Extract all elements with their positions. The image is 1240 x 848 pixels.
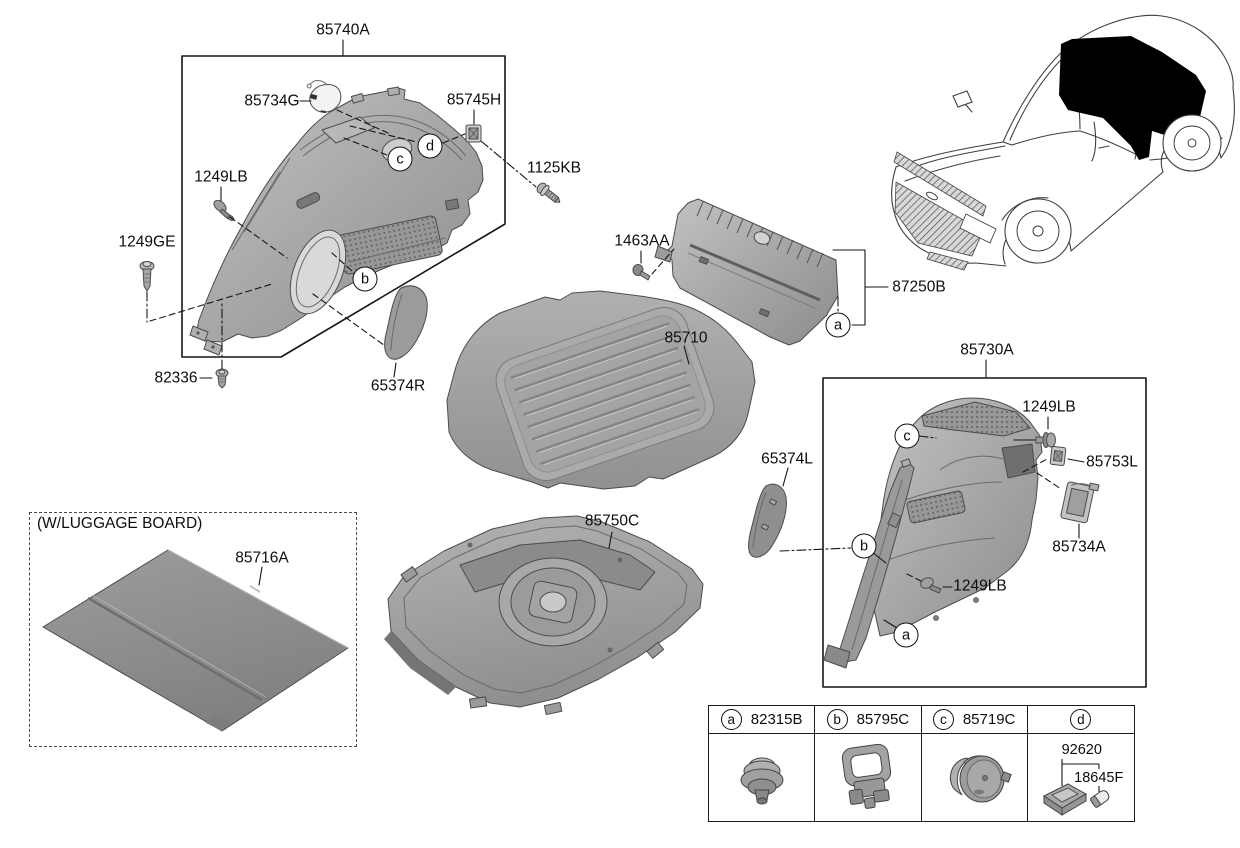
callout-c-boxB: c: [894, 423, 920, 449]
part-label-82336: 82336: [154, 369, 198, 387]
legend-cell-b: [815, 734, 922, 821]
rear-transverse-trim-illustration: [654, 198, 839, 346]
part-label-85710: 85710: [664, 329, 708, 347]
luggage-board-illustration: [42, 549, 349, 732]
screw-1249GE-icon: [139, 261, 155, 292]
callout-a-87250B: a: [825, 312, 851, 338]
part-label-85753L: 85753L: [1086, 453, 1138, 471]
part-label-1249GE: 1249GE: [118, 233, 176, 251]
part-label-1463AA: 1463AA: [614, 232, 670, 250]
legend-header-a: a 82315B: [709, 706, 816, 734]
part-label-87250B: 87250B: [892, 278, 946, 296]
callout-b-legend: b: [826, 709, 848, 730]
part-label-1249LB-3: 1249LB: [953, 577, 1007, 595]
cover-85734A-icon: [1060, 481, 1100, 524]
callout-d-legend: d: [1070, 709, 1092, 730]
detail-box-85740A: [181, 55, 506, 358]
callout-c-legend: c: [932, 709, 954, 730]
legend-header-c: c 85719C: [921, 706, 1028, 734]
pin-1463AA-icon: [632, 264, 651, 281]
pad-65374L-illustration: [748, 483, 787, 558]
legend-cell-d: 92620 18645F: [1028, 734, 1134, 821]
part-label-85750C: 85750C: [584, 512, 640, 530]
callout-d-boxA: d: [417, 133, 443, 159]
callout-a-boxB: a: [893, 622, 919, 648]
part-label-1125KB: 1125KB: [526, 159, 582, 177]
part-label-85716A: 85716A: [235, 549, 289, 567]
part-label-85745H: 85745H: [446, 91, 502, 109]
push-clip-icon: [740, 757, 784, 804]
luggage-lamp-icon: [1042, 759, 1110, 816]
callout-b-boxA: b: [352, 266, 378, 292]
screw-82336-icon: [215, 368, 229, 389]
quarter-trim-lh-illustration: [823, 397, 1043, 669]
luggage-board-note: (W/LUGGAGE BOARD): [37, 515, 203, 532]
pin-1249LB-icon-b: [1035, 432, 1056, 448]
detail-box-85730A: [822, 377, 1147, 688]
callout-c-boxA: c: [387, 146, 413, 172]
part-label-85740A: 85740A: [316, 21, 370, 39]
luggage-hook-icon: [841, 743, 891, 809]
hook-cover-icon: [950, 754, 1012, 802]
luggage-mat-illustration: [446, 290, 756, 490]
screw-1125KB-icon: [536, 182, 561, 203]
callout-a-legend: a: [720, 709, 742, 730]
sub-part-label-92620: 92620: [1061, 742, 1102, 758]
pin-1249LB-icon-c: [920, 577, 942, 594]
part-label-1249LB-1: 1249LB: [194, 168, 248, 186]
legend-part-85795C: 85795C: [856, 711, 910, 728]
quarter-trim-rh-illustration: [189, 86, 484, 356]
sub-part-label-18645F: 18645F: [1074, 770, 1124, 786]
clip-85745H-icon: [465, 124, 482, 143]
part-label-85730A: 85730A: [960, 341, 1014, 359]
fastener-legend-table: a 82315B b 85795C c 85719C d: [708, 705, 1135, 822]
part-label-65374R: 65374R: [370, 377, 426, 395]
part-label-85734G: 85734G: [244, 92, 300, 110]
part-label-1249LB-2: 1249LB: [1022, 398, 1076, 416]
vehicle-illustration: [891, 14, 1235, 271]
clip-85753L-icon: [1049, 446, 1067, 466]
legend-cell-a: [709, 734, 816, 821]
cover-85734G-icon: [306, 80, 342, 114]
part-label-65374L: 65374L: [761, 450, 813, 468]
part-label-85734A: 85734A: [1052, 538, 1106, 556]
legend-part-85719C: 85719C: [962, 711, 1016, 728]
legend-header-b: b 85795C: [815, 706, 922, 734]
pad-65374R-illustration: [384, 285, 428, 360]
legend-cell-c: [922, 734, 1028, 821]
luggage-tray-illustration: [384, 515, 704, 716]
callout-b-boxB: b: [851, 533, 877, 559]
luggage-board-option-box: [29, 512, 357, 747]
legend-header-d: d: [1027, 706, 1134, 734]
legend-part-82315B: 82315B: [750, 711, 803, 728]
